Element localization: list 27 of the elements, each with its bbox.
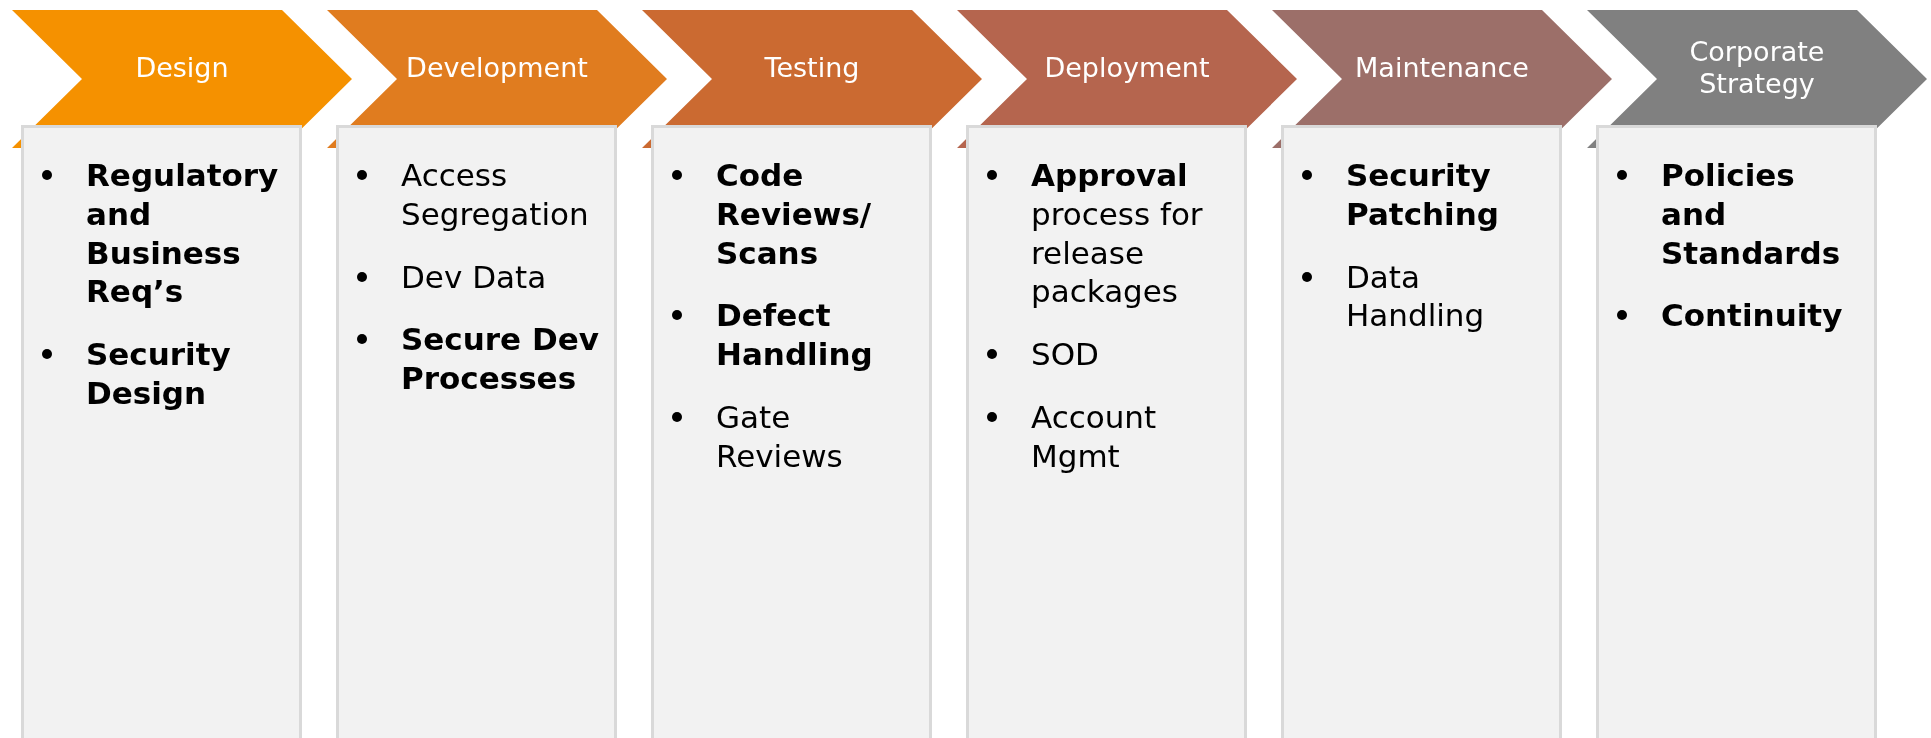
bullet-text: Defect Handling	[716, 296, 874, 374]
stage-title: Design	[135, 51, 229, 85]
bullet-text: SOD	[1031, 335, 1099, 374]
bullet-text: Continuity	[1661, 296, 1843, 335]
bullet-text: Approval process for release packages	[1031, 156, 1204, 311]
bullet-text: Account Mgmt	[1031, 397, 1158, 476]
column-panel	[1281, 125, 1562, 738]
stage-title: Development	[406, 51, 588, 85]
stage-title: Maintenance	[1355, 51, 1529, 85]
bullet-text: Policies and Standards	[1661, 156, 1842, 273]
stage-title: Deployment	[1044, 51, 1210, 85]
bullet-text: Security Patching	[1346, 156, 1500, 234]
bullet-text: Dev Data	[401, 257, 547, 297]
bullet-text: Secure Dev Processes	[401, 320, 600, 398]
bullet-text: Regulatory and Business Req’s	[86, 156, 280, 311]
bullet-text: Gate Reviews	[716, 397, 844, 476]
bullet-text: Access Segregation	[401, 156, 590, 234]
bullet-text: Code Reviews/ Scans	[716, 156, 873, 273]
column-panel	[651, 125, 932, 738]
bullet-text: Security Design	[86, 335, 232, 413]
stage-title: Corporate Strategy	[1688, 35, 1826, 101]
bullet-text: Data Handling	[1346, 257, 1486, 335]
column-panel	[1596, 125, 1877, 738]
column-panel	[21, 125, 302, 738]
column-panel	[966, 125, 1247, 738]
stage-title: Testing	[764, 51, 860, 85]
column-panel	[336, 125, 617, 738]
